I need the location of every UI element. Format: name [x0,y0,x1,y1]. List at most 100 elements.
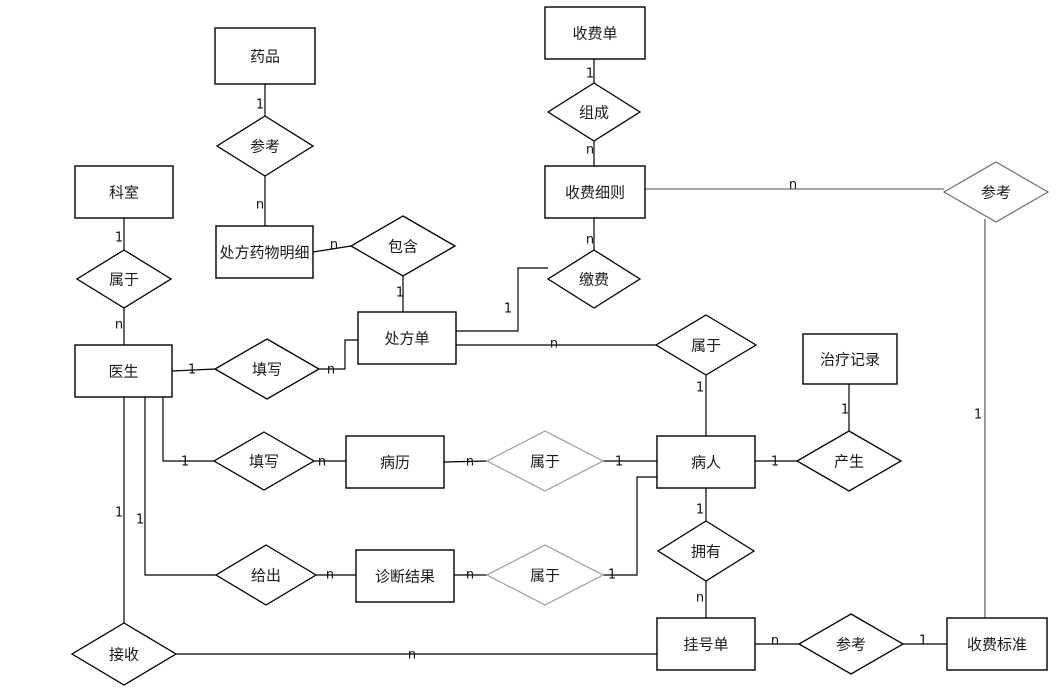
entity-label: 诊断结果 [375,568,435,586]
relationship-payment[interactable]: 缴费 [546,249,642,309]
relationship-diamond[interactable] [546,82,642,142]
relationship-produce[interactable]: 产生 [795,430,903,492]
cardinality-label: n [466,455,474,470]
relationship-label: 拥有 [691,543,721,561]
entity-label: 处方药物明细 [219,244,309,262]
entity-box[interactable] [656,617,756,671]
entity-box[interactable] [946,617,1048,671]
entity-label: 治疗记录 [820,351,880,369]
cardinality-label: n [466,568,474,583]
entity-drug[interactable]: 药品 [214,27,316,85]
entity-label: 医生 [108,363,138,381]
relationship-diamond[interactable] [485,430,605,492]
entity-box[interactable] [215,225,314,279]
relationship-label: 给出 [251,567,281,585]
entity-doctor[interactable]: 医生 [74,344,173,398]
cardinality-label: 1 [136,513,144,528]
cardinality-label: n [256,198,264,213]
relationship-label: 产生 [834,453,864,471]
connector-line [171,368,216,372]
relationship-diamond[interactable] [656,520,756,582]
cardinality-label: n [696,591,704,606]
connector-line [603,476,657,576]
entity-presc_drug_item[interactable]: 处方药物明细 [215,225,314,279]
relationship-diamond[interactable] [797,613,905,675]
relationship-belongs_record[interactable]: 属于 [485,430,605,492]
cardinality-label: 1 [188,363,196,378]
entity-charge_bill[interactable]: 收费单 [544,6,646,60]
relationship-give[interactable]: 给出 [214,544,318,606]
relationship-belongs_diag[interactable]: 属于 [485,544,605,606]
entity-treat_record[interactable]: 治疗记录 [802,333,898,385]
cardinality-label: 1 [696,503,704,518]
cardinality-label: 1 [974,408,982,423]
entity-box[interactable] [345,435,445,489]
relationship-ref_charge_std[interactable]: 参考 [942,161,1050,223]
entity-box[interactable] [802,333,898,385]
entity-label: 收费细则 [565,184,625,202]
relationship-diamond[interactable] [942,161,1050,223]
relationship-diamond[interactable] [485,544,605,606]
entity-label: 收费标准 [967,636,1027,654]
entity-box[interactable] [544,6,646,60]
cardinality-label: 1 [608,568,616,583]
relationship-diamond[interactable] [349,215,457,277]
relationship-diamond[interactable] [75,249,173,309]
cardinality-label: 1 [504,302,512,317]
entity-box[interactable] [656,435,756,489]
cardinality-label: n [771,634,779,649]
entity-diagnosis[interactable]: 诊断结果 [355,549,455,603]
relationship-fill_record[interactable]: 填写 [212,431,316,491]
relationship-diamond[interactable] [213,338,321,400]
relationship-fill_presc[interactable]: 填写 [213,338,321,400]
relationship-layer: 参考组成参考属于包含缴费填写属于填写属于产生拥有给出属于接收参考 [70,82,1050,686]
relationship-diamond[interactable] [212,431,316,491]
entity-box[interactable] [74,344,173,398]
connector-line [319,339,358,370]
entity-charge_detail[interactable]: 收费细则 [544,165,646,219]
relationship-contains[interactable]: 包含 [349,215,457,277]
entity-patient[interactable]: 病人 [656,435,756,489]
relationship-ref_reg[interactable]: 参考 [797,613,905,675]
connector-line [456,267,548,332]
entity-box[interactable] [74,165,174,219]
entity-box[interactable] [214,27,316,85]
relationship-ref_drug[interactable]: 参考 [215,115,315,177]
cardinality-label: 1 [115,231,123,246]
relationship-label: 组成 [579,104,609,122]
relationship-diamond[interactable] [215,115,315,177]
relationship-receive[interactable]: 接收 [70,622,178,686]
entity-box[interactable] [357,311,457,365]
entity-label: 病人 [691,454,721,472]
entity-registration[interactable]: 挂号单 [656,617,756,671]
entity-label: 处方单 [384,330,429,348]
entity-box[interactable] [355,549,455,603]
relationship-label: 填写 [249,453,279,471]
connector-line [443,460,488,463]
cardinality-label: 1 [771,455,779,470]
entity-charge_standard[interactable]: 收费标准 [946,617,1048,671]
relationship-label: 属于 [530,567,560,585]
connector-line [162,397,214,462]
cardinality-label: n [586,143,594,158]
relationship-diamond[interactable] [654,314,758,376]
cardinality-label: n [318,455,326,470]
relationship-belongs_dept[interactable]: 属于 [75,249,173,309]
entity-department[interactable]: 科室 [74,165,174,219]
relationship-diamond[interactable] [795,430,903,492]
relationship-diamond[interactable] [214,544,318,606]
relationship-belongs_presc[interactable]: 属于 [654,314,758,376]
relationship-own[interactable]: 拥有 [656,520,756,582]
entity-medical_record[interactable]: 病历 [345,435,445,489]
entity-box[interactable] [544,165,646,219]
relationship-diamond[interactable] [546,249,642,309]
connector-layer [123,59,986,655]
entity-label: 病历 [380,454,410,472]
relationship-compose[interactable]: 组成 [546,82,642,142]
relationship-label: 属于 [109,271,139,289]
entity-prescription[interactable]: 处方单 [357,311,457,365]
relationship-diamond[interactable] [70,622,178,686]
cardinality-label: n [330,238,338,253]
